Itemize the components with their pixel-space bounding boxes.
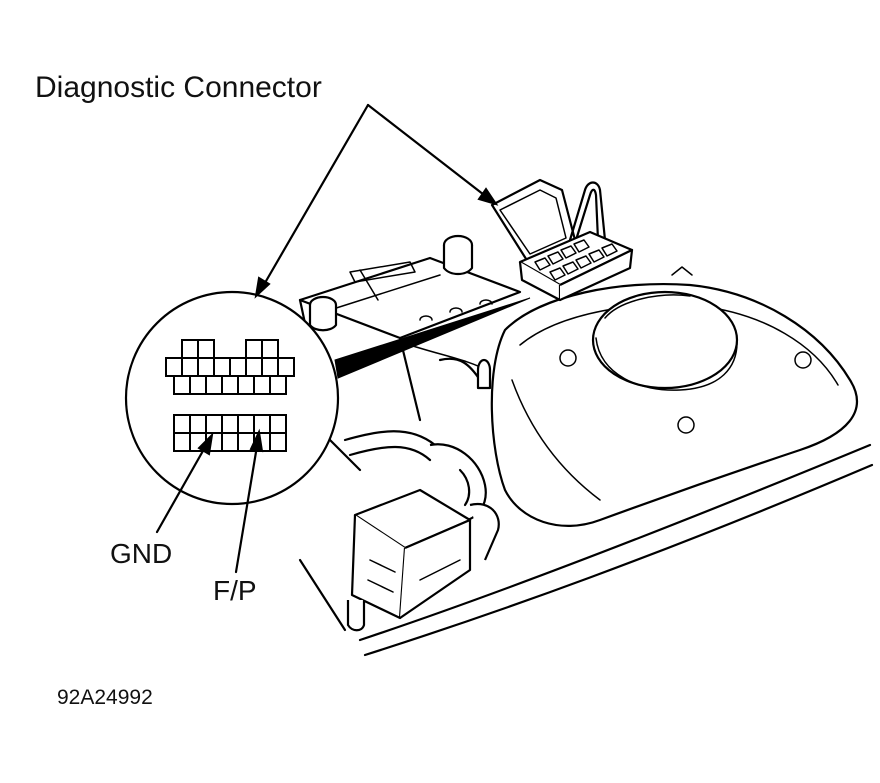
diagnostic-connector [490,178,634,302]
figure-id: 92A24992 [57,686,153,709]
battery [298,234,522,472]
air-cleaner [490,266,858,527]
connector-closeup [124,290,340,506]
fp-arrow [234,428,264,574]
relay-box [346,488,472,632]
hoses [343,357,500,561]
connector-pins-top [165,339,295,395]
fp-terminal-label: F/P [213,575,257,606]
magnifier-leader [334,297,531,379]
arrowhead-to-connector [477,187,499,206]
connector-pins-bottom [173,414,287,452]
title-callout-arrows [254,103,499,299]
diagnostic-connector-label: Diagnostic Connector [35,71,322,104]
fender-edge [298,443,874,657]
gnd-arrow [155,432,214,534]
gnd-terminal-label: GND [110,538,173,569]
arrowhead-to-closeup [254,276,271,299]
